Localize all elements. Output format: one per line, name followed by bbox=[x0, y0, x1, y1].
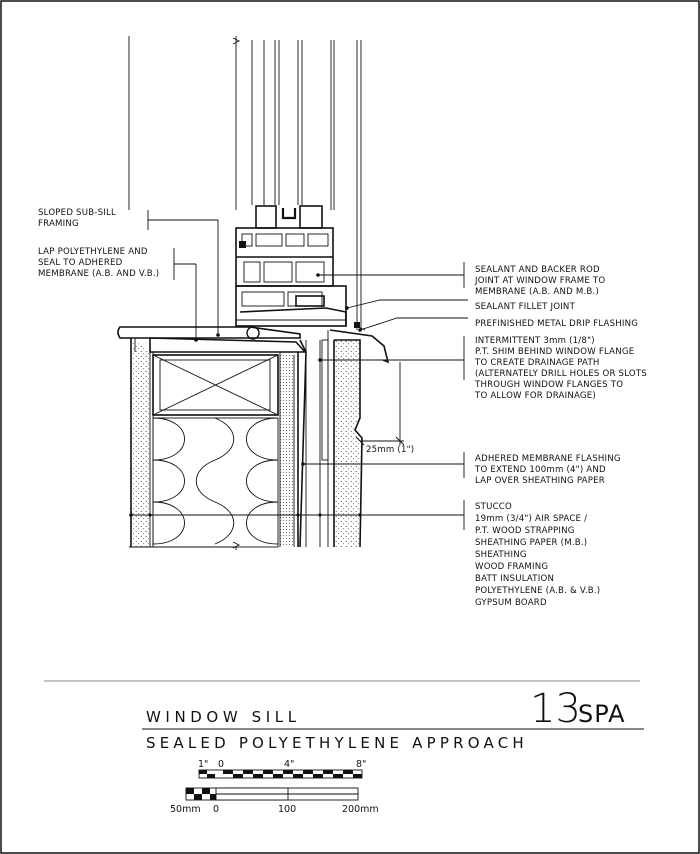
scale-metric-50mm: 50mm bbox=[170, 804, 201, 815]
label-sub-sill: SLOPED SUB-SILL FRAMING bbox=[38, 208, 119, 229]
label-intermittent-shim: INTERMITTENT 3mm (1/8") P.T. SHIM BEHIND… bbox=[474, 336, 650, 401]
dimension-25mm: 25mm (1") bbox=[355, 362, 414, 455]
batt-insulation bbox=[152, 417, 279, 548]
dimension-label: 25mm (1") bbox=[366, 445, 414, 455]
title-main: WINDOW SILL bbox=[146, 708, 301, 726]
title-subtitle: SEALED POLYETHYLENE APPROACH bbox=[146, 734, 528, 752]
label-sealant-fillet: SEALANT FILLET JOINT bbox=[475, 302, 576, 312]
label-adhered-membrane: ADHERED MEMBRANE FLASHING TO EXTEND 100m… bbox=[474, 454, 624, 486]
scale-imperial-4in: 4" bbox=[284, 759, 294, 770]
label-lap-polyethylene: LAP POLYETHYLENE AND SEAL TO ADHERED MEM… bbox=[38, 247, 159, 279]
detail-code: SPA bbox=[578, 700, 626, 728]
strapping-and-membrane bbox=[305, 330, 329, 547]
label-sealant-backer-rod: SEALANT AND BACKER ROD JOINT AT WINDOW F… bbox=[474, 265, 608, 297]
leaders-left bbox=[147, 210, 220, 342]
detail-number: 13 bbox=[530, 686, 581, 732]
scale-imperial-0: 0 bbox=[218, 759, 224, 770]
wood-framing bbox=[152, 354, 279, 416]
wall-above bbox=[128, 36, 265, 210]
metric-scale-bar: 50mm 0 100 200mm bbox=[170, 787, 379, 815]
sloped-sub-sill bbox=[117, 326, 307, 353]
section-break-lines bbox=[129, 541, 241, 550]
leaders-right bbox=[129, 262, 468, 530]
label-wall-assembly: STUCCO 19mm (3/4") AIR SPACE / P.T. WOOD… bbox=[475, 502, 603, 608]
label-drip-flashing: PREFINISHED METAL DRIP FLASHING bbox=[475, 319, 638, 329]
window-sill-frame bbox=[235, 205, 347, 327]
scale-metric-0: 0 bbox=[213, 804, 219, 815]
scale-metric-100: 100 bbox=[278, 804, 296, 815]
scale-metric-200mm: 200mm bbox=[342, 804, 379, 815]
imperial-scale-bar: 1" 0 4" 8" bbox=[198, 759, 366, 779]
title-block: WINDOW SILL SEALED POLYETHYLENE APPROACH… bbox=[44, 680, 644, 752]
scale-imperial-1in: 1" bbox=[198, 759, 208, 770]
sheathing-layers bbox=[279, 339, 307, 548]
window-frame-upper bbox=[274, 40, 362, 330]
scale-imperial-8in: 8" bbox=[356, 759, 366, 770]
stucco-layer bbox=[333, 339, 363, 548]
